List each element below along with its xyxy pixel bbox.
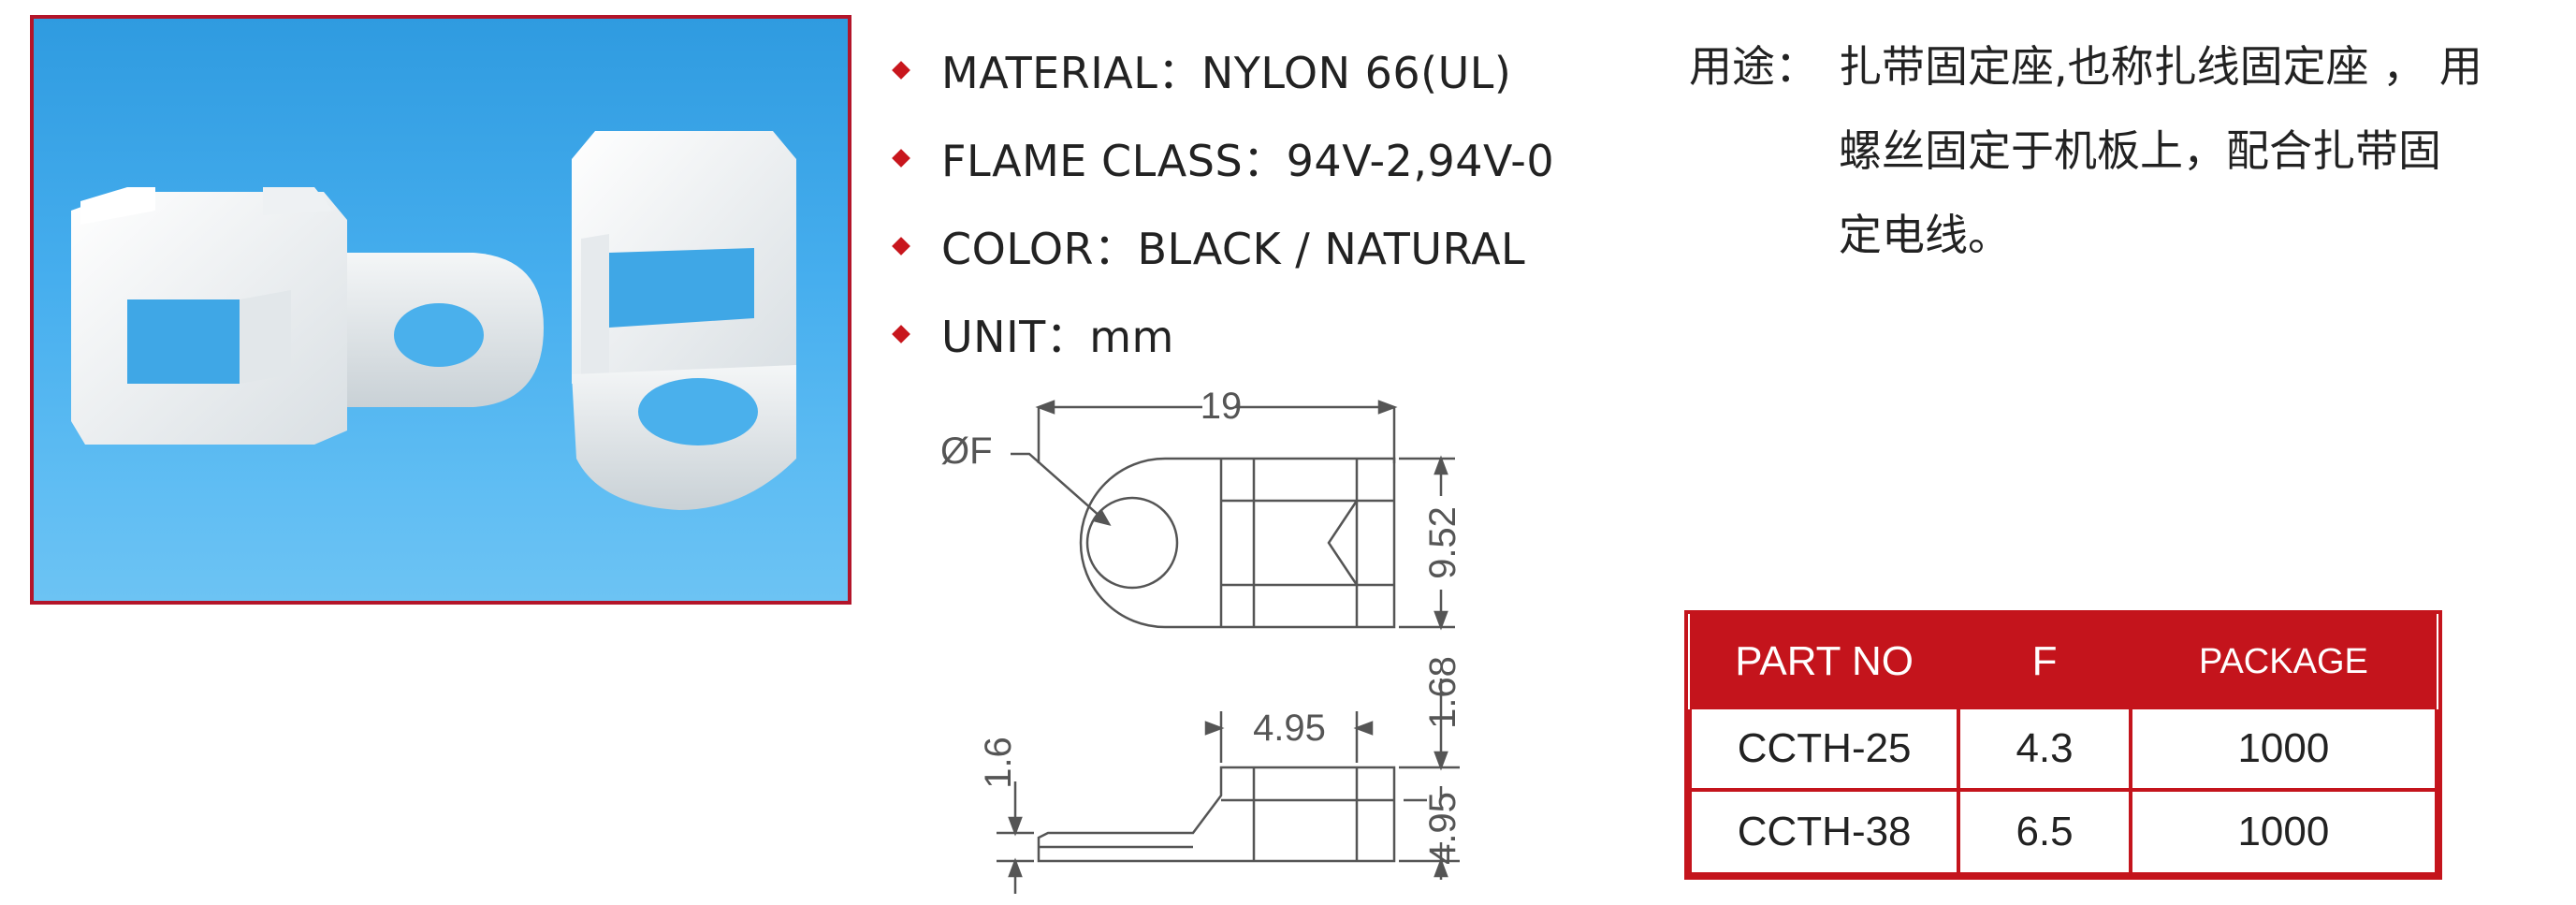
usage-label: 用途：: [1689, 41, 1818, 92]
dim-slot-label: 4.95: [1253, 708, 1326, 749]
cable-tie-mount-illustration: [71, 131, 796, 510]
spec-item-material: MATERIAL：NYLON 66(UL): [887, 26, 1598, 114]
usage-body: 扎带固定座,也称扎线固定座 ， 用 螺丝固定于机板上，配合扎带固 定电线。: [1839, 24, 2550, 277]
cell-f: 4.3: [1957, 709, 2132, 793]
dim-height-label: 9.52: [1422, 506, 1463, 579]
column-header-package: PACKAGE: [2130, 614, 2437, 709]
spec-value: NYLON 66(UL): [1201, 48, 1512, 98]
diamond-bullet-icon: [892, 149, 910, 168]
column-header-part-no: PART NO: [1690, 614, 1959, 709]
spec-label: FLAME CLASS: [941, 136, 1244, 186]
side-view: 4.95 1.68 4.95 1.6: [978, 656, 1463, 894]
dim-base-label: 1.6: [978, 737, 1019, 789]
cell-f: 6.5: [1957, 788, 2132, 876]
dim-total-label: 4.95: [1422, 792, 1463, 865]
dim-hole-label: ØF: [940, 431, 993, 472]
spec-value: 94V-2,94V-0: [1286, 136, 1555, 186]
usage-line: 定电线。: [1839, 210, 2011, 260]
cell-package: 1000: [2128, 788, 2439, 876]
spec-label: COLOR: [941, 224, 1094, 274]
product-photo: [30, 15, 851, 605]
usage-line: 扎带固定座,也称扎线固定座 ， 用: [1839, 41, 2482, 92]
diamond-bullet-icon: [892, 237, 910, 255]
cell-part-no: CCTH-38: [1687, 788, 1961, 876]
cell-package: 1000: [2128, 709, 2439, 793]
table-row: CCTH-25 4.3 1000: [1687, 709, 2439, 793]
diamond-bullet-icon: [892, 61, 910, 80]
spec-value: mm: [1089, 312, 1174, 362]
spec-label: UNIT: [941, 312, 1046, 362]
top-view: 19 ØF 9.52: [940, 386, 1463, 631]
spec-item-color: COLOR：BLACK / NATURAL: [887, 202, 1598, 290]
spec-item-unit: UNIT：mm: [887, 290, 1598, 378]
parts-table: PART NO F PACKAGE CCTH-25 4.3 1000 CCTH-…: [1684, 610, 2442, 880]
dim-width-label: 19: [1201, 386, 1243, 427]
dim-top-label: 1.68: [1422, 656, 1463, 729]
diamond-bullet-icon: [892, 325, 910, 343]
technical-drawing: 19 ØF 9.52 4.95: [940, 386, 1463, 894]
table-header-row: PART NO F PACKAGE: [1690, 614, 2437, 709]
usage-line: 螺丝固定于机板上，配合扎带固: [1839, 125, 2441, 176]
spec-item-flame-class: FLAME CLASS：94V-2,94V-0: [887, 114, 1598, 202]
table-row: CCTH-38 6.5 1000: [1687, 788, 2439, 876]
spec-list: MATERIAL：NYLON 66(UL) FLAME CLASS：94V-2,…: [887, 26, 1598, 378]
spec-value: BLACK / NATURAL: [1137, 224, 1526, 274]
column-header-f: F: [1958, 614, 2131, 709]
cell-part-no: CCTH-25: [1687, 709, 1961, 793]
spec-label: MATERIAL: [941, 48, 1158, 98]
